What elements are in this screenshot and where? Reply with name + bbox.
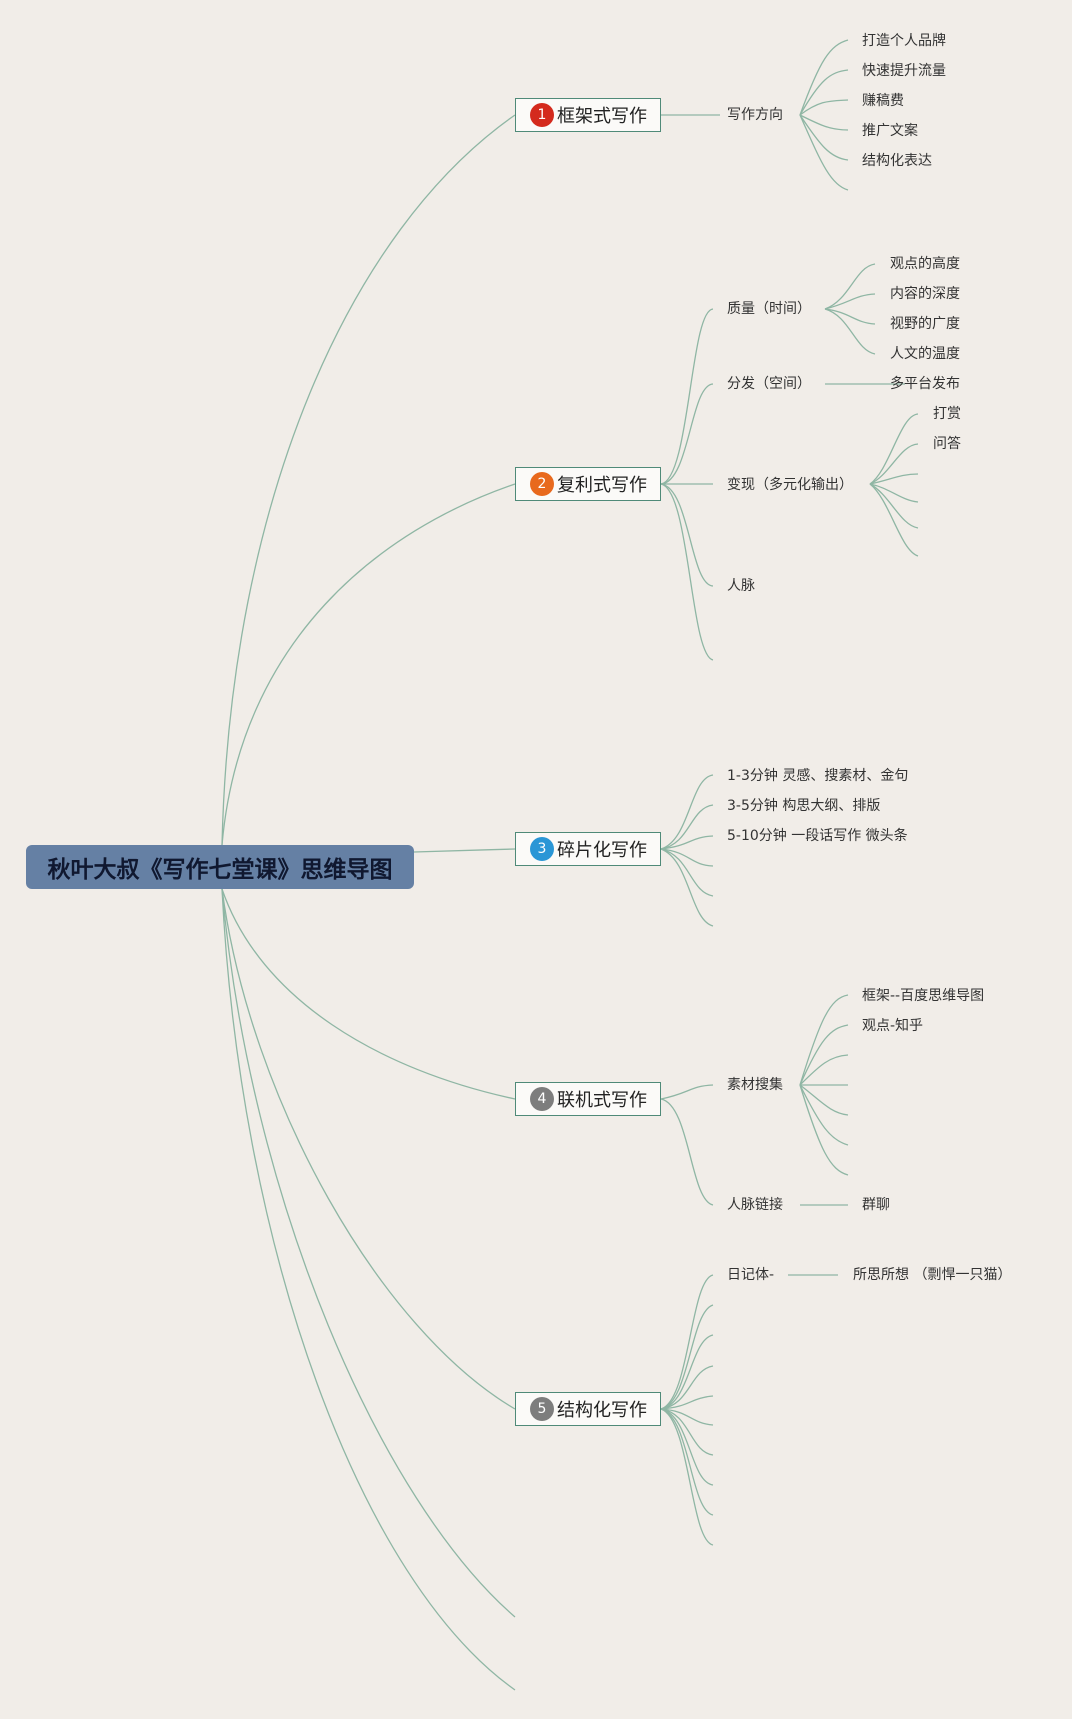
node-direction-item[interactable]: 赚稿费	[862, 93, 904, 109]
branch-node-2[interactable]: 2 复利式写作	[515, 467, 661, 501]
node-network[interactable]: 人脉	[727, 578, 755, 594]
node-fragment-item[interactable]: 5-10分钟 一段话写作 微头条	[727, 828, 908, 844]
node-quality[interactable]: 质量（时间）	[727, 301, 811, 317]
link-root-branch-2	[221, 483, 516, 846]
node-fragment-item[interactable]: 1-3分钟 灵感、搜素材、金句	[727, 768, 909, 784]
link-root-branch-3	[413, 848, 516, 853]
link-root-branch-4	[221, 888, 516, 1100]
node-direction-item[interactable]: 快速提升流量	[862, 63, 946, 79]
node-material[interactable]: 素材搜集	[727, 1077, 783, 1093]
branch-number-1-icon: 1	[530, 103, 554, 127]
branch-label-1: 框架式写作	[557, 106, 647, 127]
branch-number-4-icon: 4	[530, 1087, 554, 1111]
root-node[interactable]: 秋叶大叔《写作七堂课》思维导图	[26, 845, 414, 889]
node-monetize-item[interactable]: 打赏	[933, 406, 961, 422]
branch-label-5: 结构化写作	[557, 1400, 647, 1421]
link-root-stub-b	[221, 888, 516, 1691]
branch-label-3: 碎片化写作	[557, 840, 647, 861]
branch-node-1[interactable]: 1 框架式写作	[515, 98, 661, 132]
node-network-link[interactable]: 人脉链接	[727, 1197, 783, 1213]
link-root-branch-1	[221, 114, 516, 846]
node-quality-item[interactable]: 内容的深度	[890, 286, 960, 302]
branch-node-5[interactable]: 5 结构化写作	[515, 1392, 661, 1426]
branch-node-3[interactable]: 3 碎片化写作	[515, 832, 661, 866]
branch-node-4[interactable]: 4 联机式写作	[515, 1082, 661, 1116]
link-root-branch-5	[221, 888, 516, 1410]
node-direction-item[interactable]: 结构化表达	[862, 153, 932, 169]
node-quality-item[interactable]: 观点的高度	[890, 256, 960, 272]
node-monetize-item[interactable]: 问答	[933, 436, 961, 452]
branch-number-3-icon: 3	[530, 837, 554, 861]
node-writing-direction[interactable]: 写作方向	[727, 107, 783, 123]
branch-label-4: 联机式写作	[557, 1090, 647, 1111]
node-diary[interactable]: 日记体-	[727, 1267, 775, 1283]
node-diary-item[interactable]: 所思所想 （剽悍一只猫）	[853, 1267, 1012, 1283]
node-quality-item[interactable]: 视野的广度	[890, 316, 960, 332]
node-direction-item[interactable]: 打造个人品牌	[862, 33, 946, 49]
node-monetize[interactable]: 变现（多元化输出）	[727, 477, 853, 493]
node-material-item[interactable]: 观点-知乎	[862, 1018, 924, 1034]
branch-number-2-icon: 2	[530, 472, 554, 496]
node-distribution[interactable]: 分发（空间）	[727, 376, 811, 392]
node-network-link-item[interactable]: 群聊	[862, 1197, 890, 1213]
branch-number-5-icon: 5	[530, 1397, 554, 1421]
node-fragment-item[interactable]: 3-5分钟 构思大纲、排版	[727, 798, 881, 814]
node-distribution-item[interactable]: 多平台发布	[890, 376, 960, 392]
node-direction-item[interactable]: 推广文案	[862, 123, 918, 139]
node-material-item[interactable]: 框架--百度思维导图	[862, 988, 985, 1004]
node-quality-item[interactable]: 人文的温度	[890, 346, 960, 362]
branch-label-2: 复利式写作	[557, 475, 647, 496]
link-root-stub-a	[221, 888, 516, 1618]
root-title: 秋叶大叔《写作七堂课》思维导图	[47, 857, 393, 883]
